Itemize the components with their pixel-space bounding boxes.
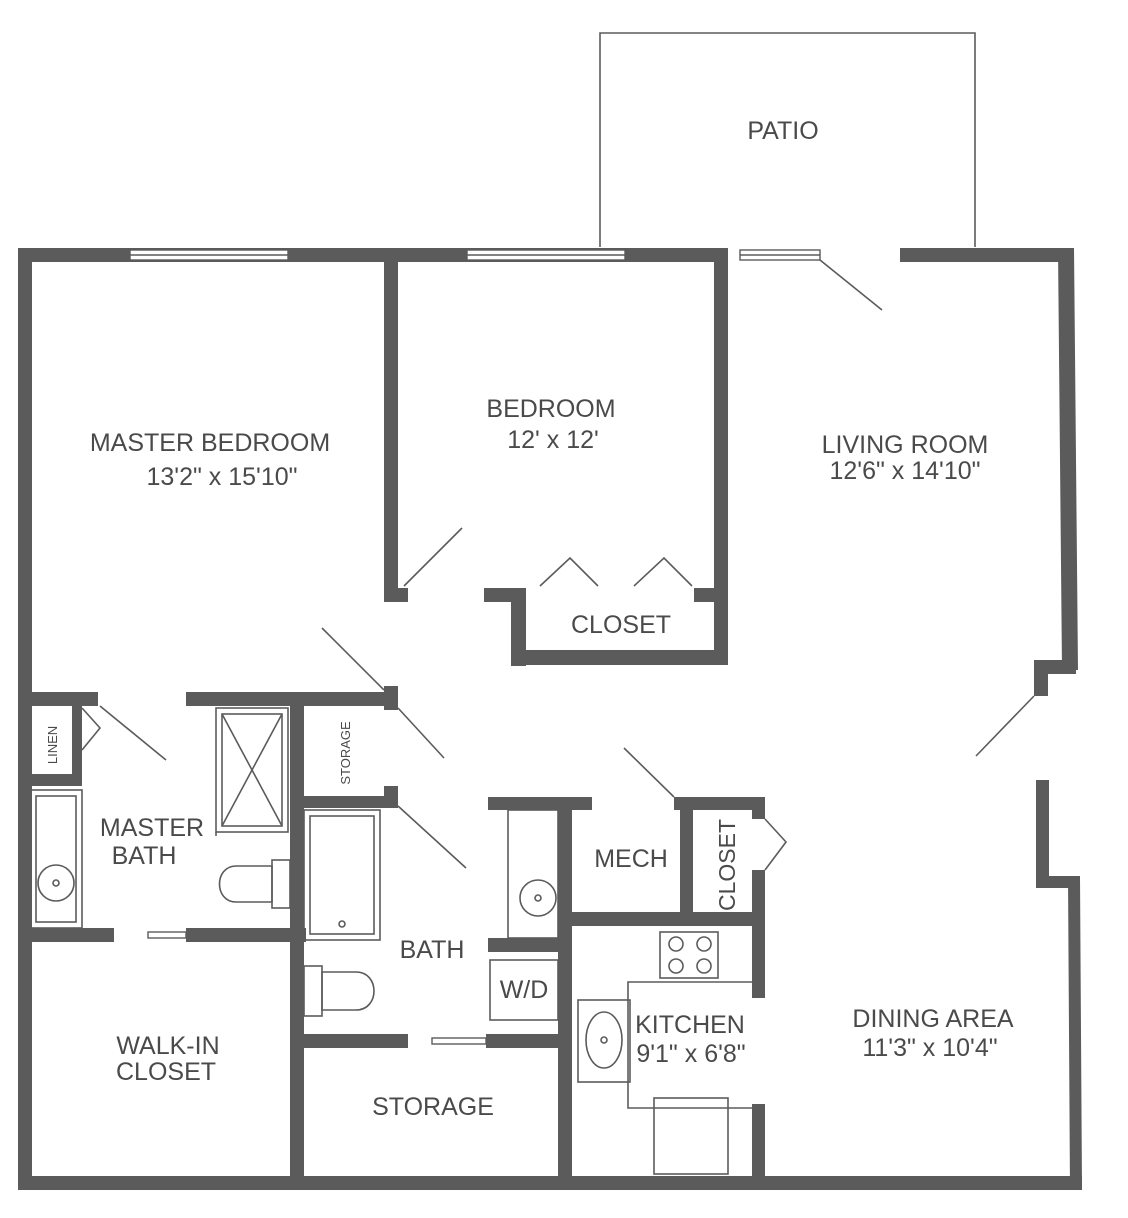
patio-outline: [599, 32, 976, 247]
linen-label: LINEN: [45, 726, 60, 764]
door-swings: [81, 259, 1035, 1045]
bath-label: BATH: [400, 936, 465, 964]
bedroom-dims: 12' x 12': [507, 426, 599, 454]
dining-area-dims: 11'3" x 10'4": [862, 1034, 997, 1062]
stove: [659, 931, 719, 979]
master-bath-label-line2: BATH: [112, 842, 177, 870]
washer-dryer-label: W/D: [500, 976, 549, 1004]
master-bath-sink: [29, 789, 83, 929]
kitchen-label: KITCHEN: [635, 1011, 745, 1039]
living-room-label: LIVING ROOM: [822, 431, 989, 459]
bath-sink: [507, 809, 559, 939]
kitchen-dims: 9'1" x 6'8": [636, 1040, 745, 1068]
shower-stall: [215, 707, 289, 836]
dining-area-label: DINING AREA: [852, 1005, 1013, 1033]
master-bedroom-dims: 13'2" x 15'10": [146, 463, 297, 491]
bath-toilet: [303, 965, 375, 1017]
master-bedroom-label: MASTER BEDROOM: [90, 429, 330, 457]
bedroom-label: BEDROOM: [486, 395, 615, 423]
kitchen-counters: [577, 981, 752, 1109]
fixtures: [29, 707, 752, 1175]
living-room-dims: 12'6" x 14'10": [829, 457, 980, 485]
master-bath-toilet: [218, 859, 291, 909]
windows: [129, 249, 821, 261]
mech-label: MECH: [594, 845, 668, 873]
room-labels: PATIO MASTER BEDROOM 13'2" x 15'10" BEDR…: [45, 117, 1014, 1121]
master-bath-label-line1: MASTER: [100, 814, 204, 842]
walk-in-closet-label-line2: CLOSET: [116, 1058, 216, 1086]
interior-walls: [18, 262, 765, 1190]
storage-label: STORAGE: [372, 1093, 494, 1121]
washer-dryer-box: [489, 959, 559, 1021]
hall-storage-label: STORAGE: [338, 721, 353, 785]
patio-label: PATIO: [747, 117, 818, 145]
refrigerator: [653, 1097, 729, 1175]
bedroom-closet-label: CLOSET: [571, 611, 671, 639]
hall-closet-label: CLOSET: [714, 819, 740, 911]
bathtub: [303, 809, 381, 941]
walk-in-closet-label-line1: WALK-IN: [116, 1032, 219, 1060]
